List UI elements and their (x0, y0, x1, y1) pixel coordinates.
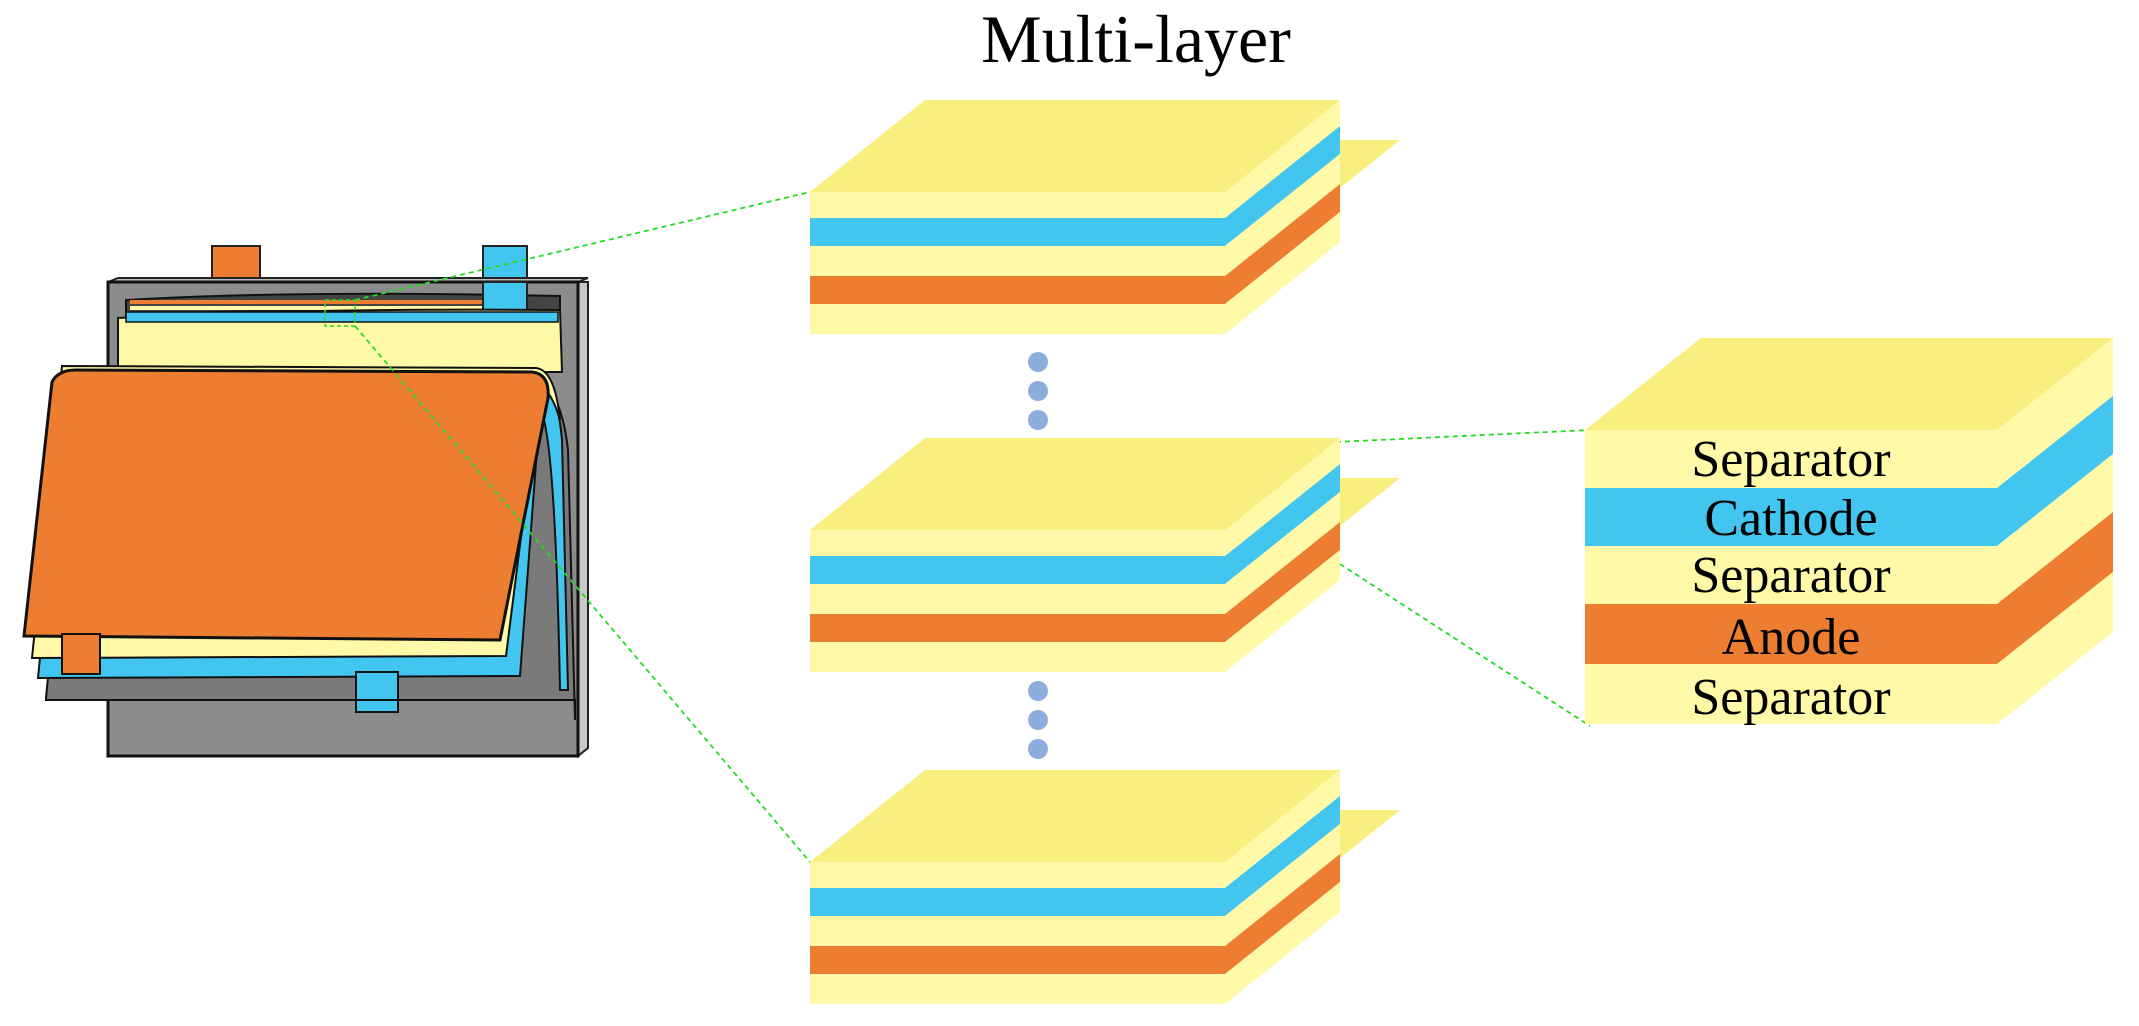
zoom-line-to-bottom-stack (354, 325, 811, 863)
zoom-line-to-top-stack (354, 191, 811, 301)
zoom-line-to-detail-top (1335, 429, 1591, 443)
detail-cathode (1585, 488, 1997, 546)
detail-label-separator-3: Separator (1691, 669, 1890, 726)
detail-label-separator-1: Separator (1691, 431, 1890, 488)
detail-label-cathode: Cathode (1704, 490, 1877, 547)
layer-stack-middle (810, 438, 1400, 672)
ellipsis-dots-upper (1028, 352, 1048, 430)
detail-top-face (1585, 338, 2113, 430)
detail-label-anode: Anode (1722, 609, 1861, 666)
zoom-source-box (324, 299, 356, 327)
pouch-cell-illustration (22, 245, 589, 759)
ellipsis-dots-lower (1028, 681, 1048, 759)
layer-stack-bottom (810, 770, 1400, 1004)
inner-anode-strip (130, 300, 495, 304)
detail-anode (1585, 604, 1997, 664)
detail-separator-2 (1585, 546, 1997, 604)
layer-detail-block: Separator Cathode Separator Anode Separa… (1585, 338, 2113, 726)
diagram-title: Multi-layer (981, 1, 1291, 77)
front-anode-sheet (22, 368, 550, 642)
detail-label-separator-2: Separator (1691, 547, 1890, 604)
cathode-tab-bottom (355, 671, 399, 713)
inner-separator-strip (130, 306, 495, 310)
back-cathode-band (125, 311, 559, 323)
anode-tab-bottom (61, 633, 101, 675)
anode-tab-top (211, 245, 261, 283)
detail-separator-3 (1585, 664, 1997, 724)
detail-separator-1 (1585, 430, 1997, 488)
zoom-lines (354, 191, 1591, 863)
layer-stack-top (810, 100, 1400, 334)
zoom-line-to-detail-bottom (1339, 563, 1591, 727)
